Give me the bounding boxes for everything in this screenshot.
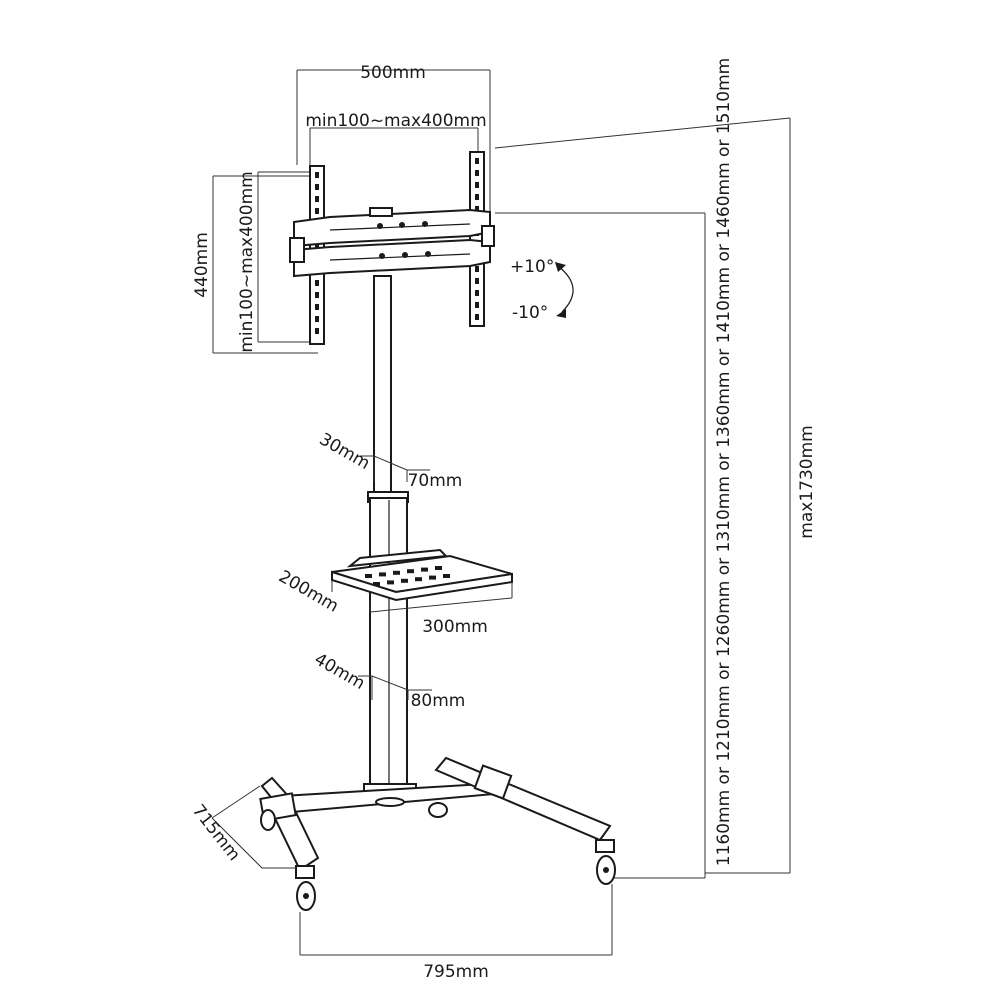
rear-left-caster — [260, 809, 276, 831]
base-width-label: 795mm — [423, 962, 489, 982]
rail-slot — [315, 172, 319, 178]
rail-slot — [315, 208, 319, 214]
rail-slot — [475, 302, 479, 308]
rail-slot — [315, 292, 319, 298]
shelf-dimension — [331, 580, 513, 613]
lower-pole-width-label: 80mm — [411, 691, 466, 711]
vesa-height-dimension — [257, 171, 318, 343]
rail-slot — [315, 304, 319, 310]
shelf-vent — [393, 570, 400, 575]
max-height-dimension — [494, 117, 791, 874]
left-arm-clamp — [289, 237, 305, 263]
height-options-dimension — [495, 212, 706, 879]
lower-pole — [363, 497, 417, 797]
rail-slot — [315, 196, 319, 202]
height-options-label: 1160mm or 1210mm or 1260mm or 1310mm or … — [714, 58, 734, 866]
lower-pole-dimension — [358, 675, 432, 700]
front-right-caster — [595, 839, 616, 885]
upper-mount-arm — [293, 207, 491, 248]
base-depth-dimension — [211, 785, 296, 869]
shelf-width-label: 300mm — [422, 617, 488, 637]
shelf-vent — [407, 569, 414, 574]
rail-slot — [315, 244, 319, 250]
rail-slot — [475, 290, 479, 296]
height-440-dimension — [212, 175, 318, 354]
rail-slot — [475, 194, 479, 200]
shelf-vent — [435, 566, 442, 570]
front-left-caster — [295, 865, 316, 911]
shelf-vent — [415, 577, 422, 582]
width-500-dimension — [296, 69, 491, 225]
shelf-vent — [365, 574, 372, 578]
upper-pole-dimension — [360, 455, 430, 482]
shelf-vent — [387, 580, 394, 585]
lower-mount-arm — [293, 238, 491, 278]
base-frame — [259, 756, 612, 872]
upper-pole-depth-label: 30mm — [316, 429, 373, 474]
rail-slot — [475, 266, 479, 272]
width-500-label: 500mm — [360, 63, 426, 83]
shelf-vent — [379, 572, 386, 577]
shelf-vent — [373, 582, 380, 586]
media-shelf — [331, 548, 513, 602]
right-arm-clamp — [481, 225, 495, 247]
height-440-label: 440mm — [192, 232, 212, 298]
vesa-height-label: min100~max400mm — [237, 171, 257, 352]
lower-pole-depth-label: 40mm — [311, 649, 368, 694]
shelf-vent — [421, 567, 428, 572]
rail-slot — [475, 182, 479, 188]
rail-slot — [475, 314, 479, 320]
rail-slot — [315, 328, 319, 334]
rail-slot — [475, 170, 479, 176]
rail-slot — [315, 184, 319, 190]
rail-slot — [475, 158, 479, 164]
rail-slot — [315, 280, 319, 286]
rail-slot — [315, 316, 319, 322]
max-height-label: max1730mm — [797, 425, 817, 538]
base-width-dimension — [299, 884, 613, 956]
vesa-width-label: min100~max400mm — [305, 111, 486, 131]
base-depth-label: 715mm — [188, 801, 244, 865]
tilt-down-label: -10° — [512, 303, 548, 323]
shelf-vent — [401, 578, 408, 583]
shelf-vent — [443, 574, 450, 578]
shelf-vent — [429, 575, 436, 580]
tilt-up-label: +10° — [510, 257, 554, 277]
tilt-arrow-icon — [555, 262, 574, 318]
rail-slot — [475, 206, 479, 212]
upper-pole-width-label: 70mm — [408, 471, 463, 491]
rail-slot — [475, 278, 479, 284]
